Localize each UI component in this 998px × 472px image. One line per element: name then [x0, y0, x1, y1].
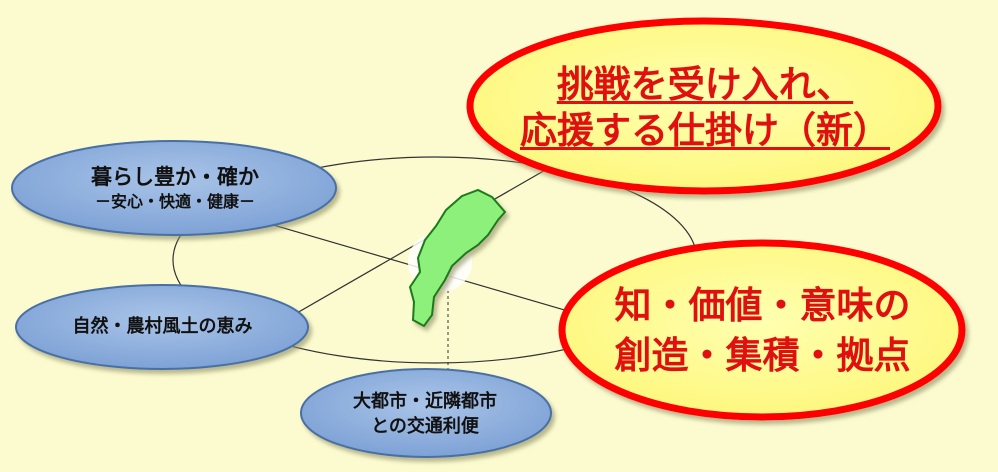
nature-node: 自然・農村風土の恵み [25, 310, 300, 344]
living-node-title: 暮らし豊か・確か [91, 165, 259, 189]
city-node-line1: 大都市・近隣都市 [353, 391, 497, 412]
city-node-shape [300, 368, 552, 458]
prefecture-map-icon [408, 188, 507, 328]
city-node: 大都市・近隣都市 との交通利便 [325, 387, 525, 441]
city-node-line2: との交通利便 [371, 416, 479, 437]
knowledge-node: 知・価値・意味の 創造・集積・拠点 [595, 276, 930, 386]
living-node-subtitle: －安心・快適・健康－ [94, 192, 255, 211]
living-node-shape [11, 140, 337, 236]
challenge-node-line1: 挑戦を受け入れ、 [556, 63, 854, 106]
nature-node-shape [15, 284, 309, 370]
nature-node-title: 自然・農村風土の恵み [72, 316, 253, 337]
challenge-node: 挑戦を受け入れ、 応援する仕掛け（新） [500, 58, 910, 158]
knowledge-node-line2: 創造・集積・拠点 [614, 334, 911, 377]
knowledge-node-shape [558, 239, 966, 421]
living-node: 暮らし豊か・確か －安心・快適・健康－ [40, 160, 310, 216]
challenge-node-shape [466, 17, 942, 195]
challenge-node-line2: 応援する仕掛け（新） [520, 109, 890, 152]
knowledge-node-line1: 知・価値・意味の [614, 284, 911, 327]
